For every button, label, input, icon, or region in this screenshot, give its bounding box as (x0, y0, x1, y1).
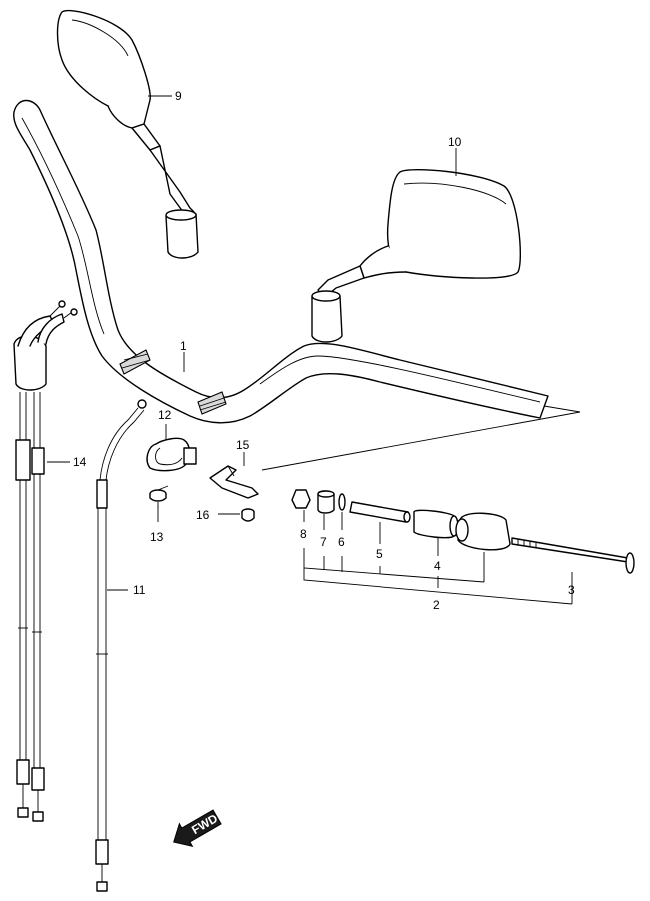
callout-6: 6 (338, 535, 345, 549)
fwd-arrow-badge: FWD (173, 809, 222, 848)
leader-lines (47, 95, 573, 605)
callout-2: 2 (433, 598, 440, 612)
spacer-tube[interactable] (349, 501, 411, 523)
rubber[interactable] (413, 509, 459, 539)
collar[interactable] (317, 490, 335, 514)
nut[interactable] (291, 489, 311, 509)
callout-4: 4 (434, 559, 441, 573)
balancer-weight[interactable] (455, 512, 511, 551)
callout-3: 3 (568, 583, 575, 597)
bolt[interactable] (241, 508, 255, 522)
callout-11: 11 (133, 583, 146, 597)
long-bolt[interactable] (511, 537, 635, 574)
handlebar[interactable] (13, 99, 549, 424)
cable-clamp[interactable] (146, 437, 197, 472)
throttle-cables[interactable] (13, 300, 78, 822)
callout-1: 1 (180, 339, 187, 353)
callout-5: 5 (376, 547, 383, 561)
callout-10: 10 (448, 135, 462, 149)
mirror-right[interactable] (311, 168, 521, 343)
mirror-left[interactable] (56, 9, 199, 259)
callout-14: 14 (73, 455, 87, 469)
callout-13: 13 (150, 530, 164, 544)
washer[interactable] (338, 493, 346, 511)
section-line (261, 405, 581, 471)
bracket[interactable] (209, 465, 259, 499)
callout-8: 8 (300, 527, 307, 541)
clutch-cable[interactable] (95, 399, 147, 892)
callout-9: 9 (175, 89, 182, 103)
callout-12: 12 (158, 408, 172, 422)
callout-7: 7 (320, 535, 327, 549)
callout-15: 15 (236, 438, 250, 452)
screw[interactable] (149, 489, 167, 508)
callout-16: 16 (196, 508, 210, 522)
